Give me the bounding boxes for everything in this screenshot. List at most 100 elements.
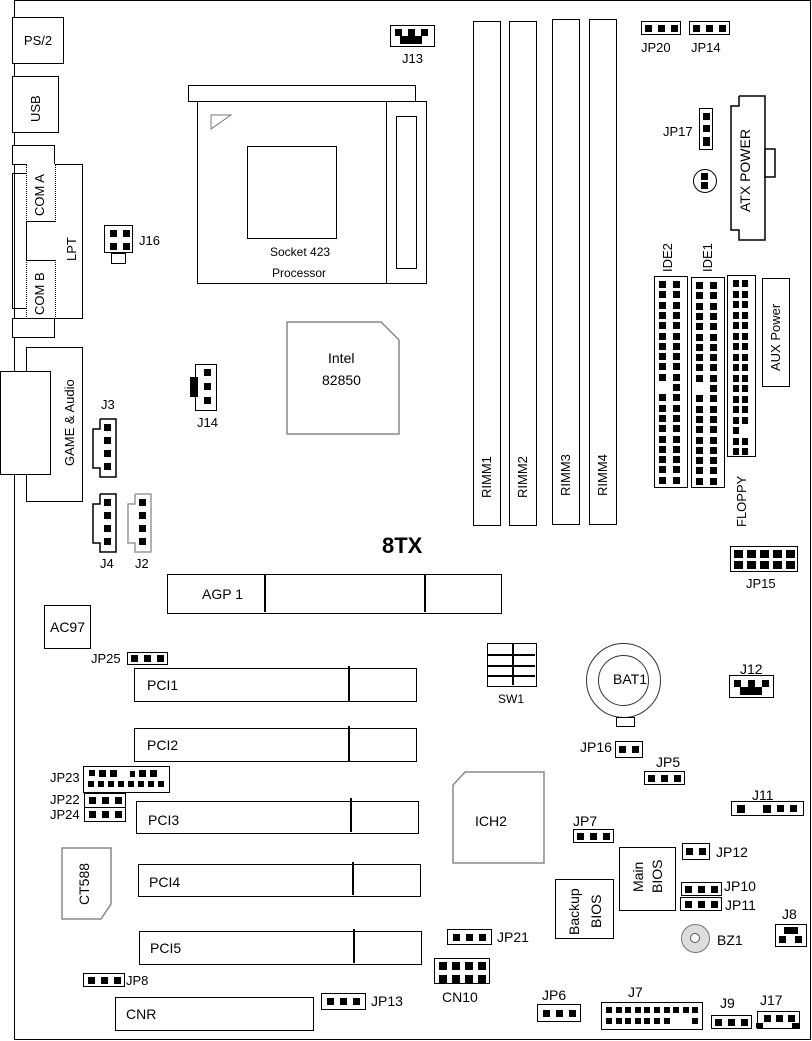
pin: [710, 343, 717, 351]
pin: [734, 561, 743, 569]
jp11-label: JP11: [725, 897, 756, 913]
pin: [742, 301, 748, 308]
ac97-label: AC97: [49, 619, 86, 635]
pin: [659, 394, 666, 402]
pin: [673, 404, 680, 412]
pin: [673, 342, 680, 350]
pci2-slot: PCI2: [134, 726, 417, 762]
pin: [659, 311, 666, 319]
pin: [733, 395, 739, 403]
pin: [696, 415, 703, 423]
pin: [742, 353, 748, 361]
jp15-jumper: [730, 546, 798, 572]
pin: [696, 436, 703, 444]
pin: [692, 1018, 699, 1024]
ac97-chip: AC97: [44, 605, 91, 649]
cpu-label-1: Socket 423: [270, 245, 331, 259]
usb-port: USB: [12, 76, 59, 133]
jp23-label: JP23: [50, 770, 80, 785]
backup-bios-label-2: BIOS: [588, 894, 604, 928]
pin: [644, 1007, 651, 1013]
floppy-connector: [727, 275, 756, 457]
pin: [733, 427, 739, 434]
pin: [733, 290, 739, 298]
jp10-jumper: [681, 882, 722, 896]
ide1-connector: [691, 277, 725, 488]
pin: [108, 781, 114, 787]
pin: [742, 395, 748, 403]
j11-label: J11: [752, 787, 774, 803]
pci4-slot: PCI4: [138, 862, 421, 897]
pin: [696, 446, 703, 454]
com-a-label: COM A: [32, 174, 47, 216]
pin: [615, 1007, 622, 1013]
pin: [663, 1007, 670, 1013]
pin: [710, 385, 717, 392]
pin: [742, 332, 748, 340]
pci1-slot: PCI1: [134, 666, 417, 702]
j16-connector: [104, 225, 133, 253]
pin: [659, 353, 666, 361]
atx-power-label: ATX POWER: [737, 129, 753, 212]
jp6-label: JP6: [542, 987, 567, 1003]
j14-label: J14: [197, 415, 218, 430]
buzzer: [681, 924, 710, 953]
pin: [742, 385, 748, 392]
cnr-label: CNR: [126, 1006, 157, 1022]
pin: [606, 1007, 612, 1013]
jp25-label: JP25: [91, 651, 121, 666]
pin: [659, 332, 666, 340]
sw1-dip-switch: [487, 643, 537, 687]
sw1-label: SW1: [498, 692, 525, 706]
j13-label: J13: [402, 51, 423, 66]
pin: [742, 437, 748, 445]
floppy-label: FLOPPY: [734, 475, 749, 527]
pin: [733, 301, 739, 308]
jp11-jumper: [680, 897, 722, 911]
pin: [659, 414, 666, 422]
pin: [696, 426, 703, 434]
pin: [742, 448, 748, 455]
pin: [742, 311, 748, 319]
pin: [747, 550, 756, 558]
board-model-title: 8TX: [382, 533, 423, 558]
pin: [625, 1007, 632, 1013]
pin: [733, 322, 739, 329]
pci2-label: PCI2: [147, 737, 179, 753]
jp13-label: JP13: [371, 993, 403, 1009]
pin: [786, 550, 795, 558]
jp7-label: JP7: [573, 813, 598, 829]
rimm4-slot: RIMM4: [589, 19, 617, 525]
jp15-label: JP15: [746, 576, 776, 591]
pin: [673, 445, 680, 453]
j2-connector: [127, 493, 152, 553]
pin: [673, 384, 680, 391]
pin: [634, 1007, 641, 1013]
ps2-label: PS/2: [23, 33, 53, 48]
pin: [710, 333, 717, 341]
cnr-slot: CNR: [115, 997, 314, 1031]
pin: [696, 302, 703, 310]
jp17-jumper: [699, 108, 713, 150]
agp-label: AGP 1: [202, 586, 243, 602]
j4-label: J4: [100, 556, 114, 571]
pin: [615, 1018, 622, 1024]
pin: [659, 476, 666, 484]
pin: [659, 466, 666, 474]
jp16-label: JP16: [580, 739, 612, 755]
pin: [710, 457, 717, 465]
cpu-retention-slot: [396, 116, 417, 269]
pin: [760, 561, 769, 569]
j17-label: J17: [760, 992, 783, 1008]
pin: [654, 1007, 660, 1013]
pin: [654, 1018, 660, 1024]
pin: [733, 353, 739, 361]
pin: [673, 281, 680, 288]
jp21-label: JP21: [497, 929, 529, 945]
rimm1-slot: RIMM1: [473, 21, 501, 526]
pin: [710, 477, 717, 485]
board-outline: [14, 0, 811, 1040]
j16-latch: [111, 253, 126, 264]
pin: [158, 781, 164, 787]
pin: [659, 322, 666, 330]
